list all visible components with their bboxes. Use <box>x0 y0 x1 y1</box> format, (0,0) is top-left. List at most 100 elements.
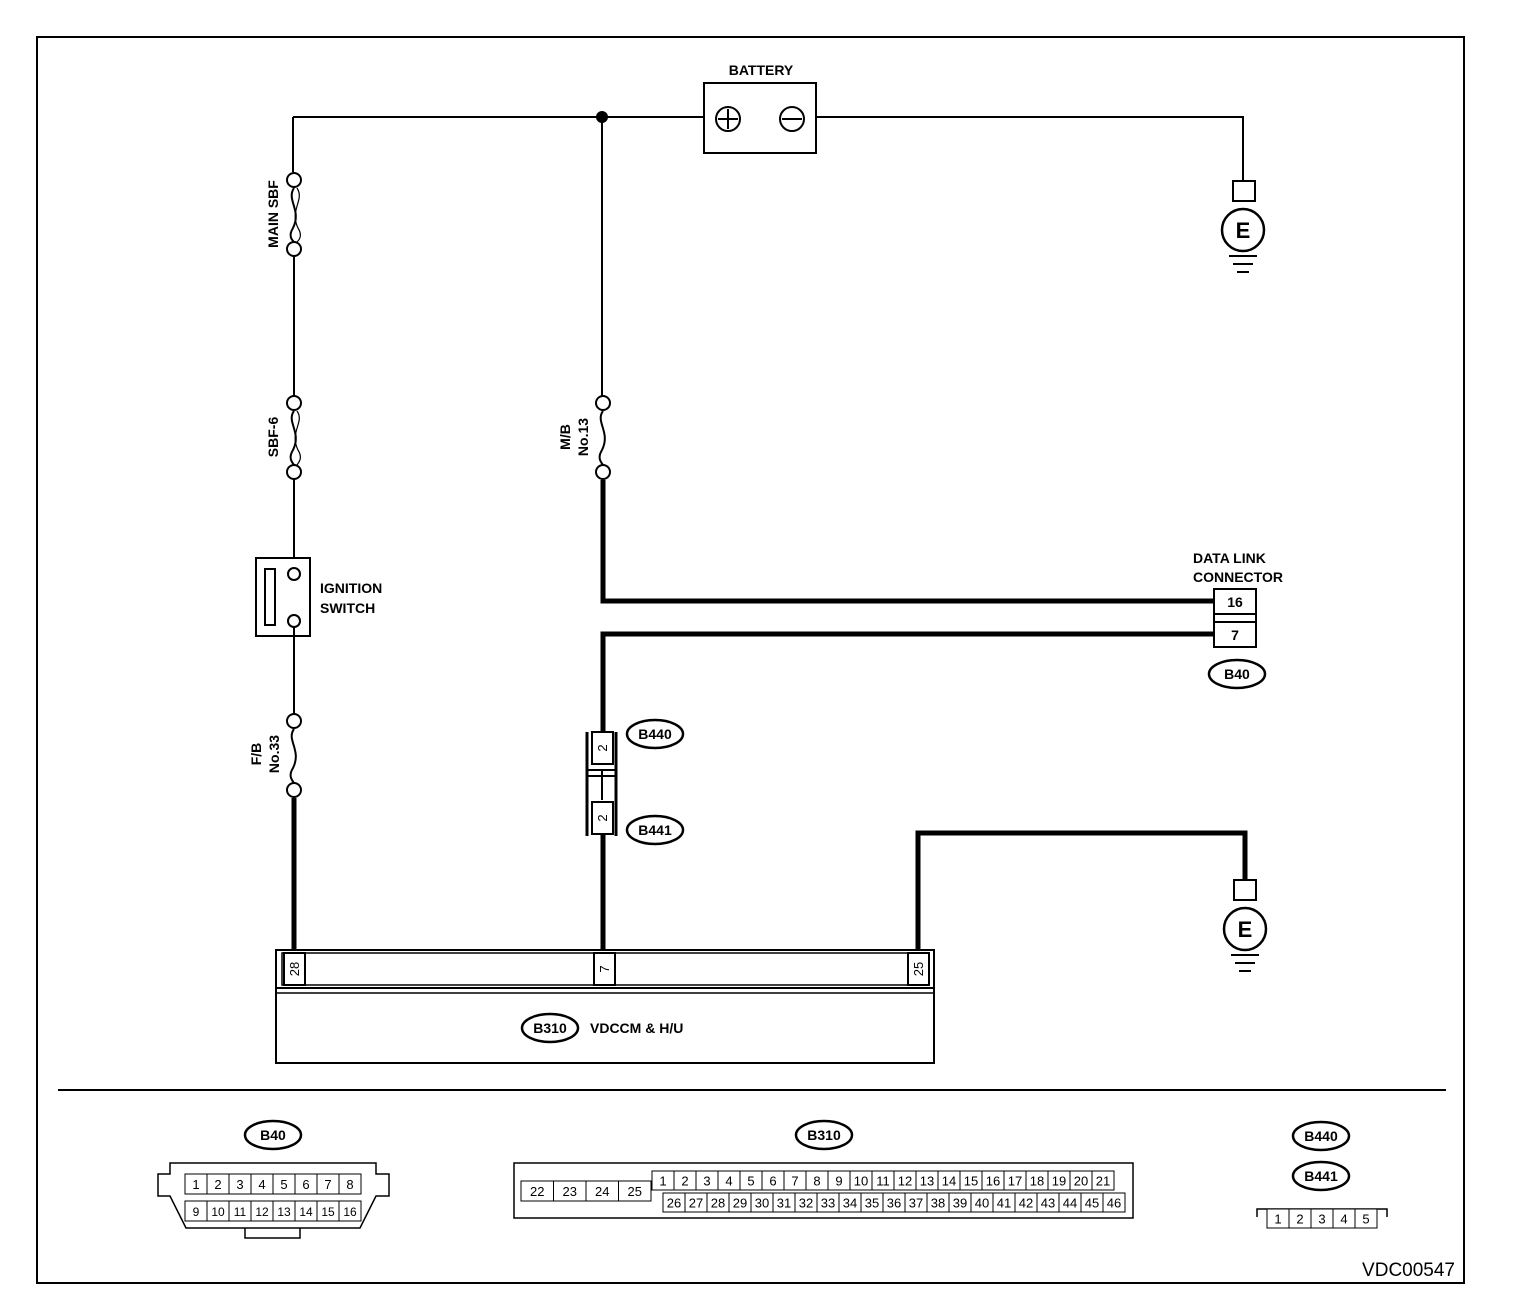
b310-pin-15-label: 15 <box>964 1174 978 1189</box>
b310-pin-44-label: 44 <box>1063 1196 1077 1211</box>
b40-badge <box>1207 658 1267 690</box>
b40-pin-10-label: 10 <box>211 1205 225 1219</box>
fb33-label-line1: F/B <box>248 743 264 766</box>
b310-pin-43-label: 43 <box>1041 1196 1055 1211</box>
b440-legend-pin-3-label: 3 <box>1318 1212 1325 1227</box>
wire-mb13-to-dlc16 <box>600 480 1214 604</box>
b310-pin-38-label: 38 <box>931 1196 945 1211</box>
b310-pin-20-label: 20 <box>1074 1174 1088 1189</box>
b310-pin-25-label: 25 <box>628 1184 642 1199</box>
fb33-fuse-top <box>286 713 302 729</box>
svg-text:B441: B441 <box>638 822 672 838</box>
fb33-fuse-icon <box>289 728 297 784</box>
b310-pin-22-label: 22 <box>530 1184 544 1199</box>
b310-pin-29-label: 29 <box>733 1196 747 1211</box>
b310-pin-33-label: 33 <box>821 1196 835 1211</box>
b310-pin-25 <box>618 1180 652 1202</box>
battery-label: BATTERY <box>729 62 794 78</box>
b310-pin-30-label: 30 <box>755 1196 769 1211</box>
svg-text:B441: B441 <box>1304 1168 1338 1184</box>
b310-pin-7-label: 7 <box>791 1174 798 1189</box>
main-sbf-fuse-icon <box>289 187 297 243</box>
b310-pin-21 <box>1091 1170 1115 1191</box>
ignition-label-line1: IGNITION <box>320 580 382 596</box>
b310-pin-23-label: 23 <box>563 1184 577 1199</box>
module-pin-25 <box>907 952 930 986</box>
b310-pin-31-label: 31 <box>777 1196 791 1211</box>
b310-pin-5-label: 5 <box>747 1174 754 1189</box>
b40-pin-6-label: 6 <box>302 1177 309 1192</box>
ground-label-bottom: E <box>1238 917 1253 942</box>
b40-pin-16 <box>338 1200 362 1222</box>
dlc-pin-7 <box>1213 621 1257 648</box>
module-pin-28 <box>283 952 306 986</box>
b440-badge <box>625 718 685 750</box>
b310-pin-1-label: 1 <box>659 1174 666 1189</box>
main-sbf-fuse-top <box>286 172 302 188</box>
b40-pin-8 <box>338 1173 362 1195</box>
b40-pin-8-label: 8 <box>346 1177 353 1192</box>
b440-legend-pin-2-label: 2 <box>1296 1212 1303 1227</box>
module-body <box>275 987 935 1064</box>
mb13-fuse-bottom <box>595 464 611 480</box>
svg-text:B310: B310 <box>807 1127 841 1143</box>
svg-text:25: 25 <box>911 962 926 976</box>
b40-pin-5-label: 5 <box>280 1177 287 1192</box>
ignition-label-line2: SWITCH <box>320 600 375 616</box>
b310-pin-16-label: 16 <box>986 1174 1000 1189</box>
b40-pin-2-label: 2 <box>214 1177 221 1192</box>
svg-text:2: 2 <box>595 814 610 821</box>
outer-frame <box>36 36 1465 1284</box>
module-label: VDCCM & H/U <box>590 1020 683 1036</box>
sbf6-fuse-bottom <box>286 464 302 480</box>
sbf6-fuse-top <box>286 395 302 411</box>
b310-pin-37-label: 37 <box>909 1196 923 1211</box>
b310-pin-32-label: 32 <box>799 1196 813 1211</box>
svg-text:B440: B440 <box>1304 1128 1338 1144</box>
sbf6-fuse-icon <box>289 410 297 466</box>
ignition-switch-icon <box>264 568 276 626</box>
svg-text:B40: B40 <box>260 1127 286 1143</box>
b40-pin-11-label: 11 <box>234 1205 247 1219</box>
legend-b310-badge <box>794 1119 854 1151</box>
b310-pin-46-label: 46 <box>1107 1196 1121 1211</box>
b310-pin-36-label: 36 <box>887 1196 901 1211</box>
b310-pin-24-label: 24 <box>595 1184 609 1199</box>
b310-pin-8-label: 8 <box>813 1174 820 1189</box>
main-sbf-fuse-bottom <box>286 241 302 257</box>
mb13-fuse-icon <box>598 410 606 466</box>
b310-pin-26-label: 26 <box>667 1196 681 1211</box>
sbf6-label: SBF-6 <box>265 417 281 458</box>
b310-pin-27-label: 27 <box>689 1196 703 1211</box>
legend-b40-badge <box>243 1119 303 1151</box>
b310-pin-2-label: 2 <box>681 1174 688 1189</box>
mb13-label-line1: M/B <box>557 424 573 450</box>
b40-pin-7-label: 7 <box>324 1177 331 1192</box>
b440-legend-pin-5 <box>1354 1208 1378 1229</box>
b40-pin-15-label: 15 <box>321 1205 335 1219</box>
fb33-label-line2: No.33 <box>266 735 282 773</box>
svg-text:B310: B310 <box>533 1020 567 1036</box>
fb33-fuse-bottom <box>286 782 302 798</box>
wire-battery-negative <box>816 116 1244 181</box>
b40-pin-14-label: 14 <box>299 1205 313 1219</box>
ground-icon-bottom <box>1222 906 1268 952</box>
svg-text:B40: B40 <box>1224 666 1250 682</box>
svg-text:2: 2 <box>595 744 610 751</box>
b440-legend-pin-1-label: 1 <box>1274 1212 1281 1227</box>
b40-pin-3-label: 3 <box>236 1177 243 1192</box>
ground-icon-top <box>1220 207 1266 253</box>
dlc-label-line1: DATA LINK <box>1193 550 1266 566</box>
b310-pin-12-label: 12 <box>898 1174 912 1189</box>
svg-text:7: 7 <box>1231 627 1239 643</box>
b310-pin-39-label: 39 <box>953 1196 967 1211</box>
b310-pin-10-label: 10 <box>854 1174 868 1189</box>
b310-pin-35-label: 35 <box>865 1196 879 1211</box>
legend-b441-badge <box>1291 1160 1351 1192</box>
b40-pin-13-label: 13 <box>277 1205 291 1219</box>
svg-text:16: 16 <box>1227 594 1243 610</box>
